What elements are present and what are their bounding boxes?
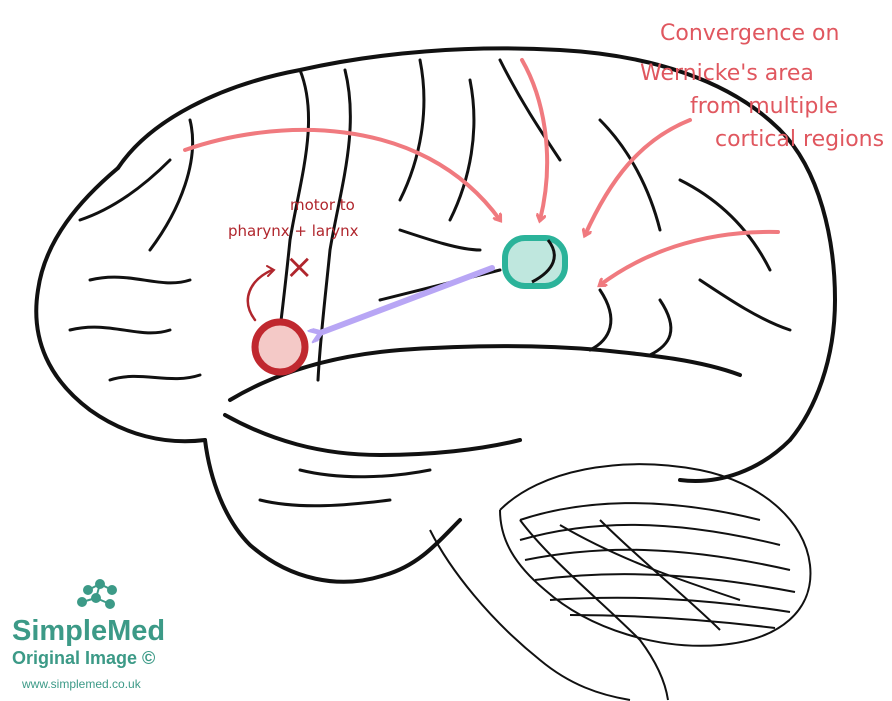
arrow-from-superior <box>520 58 550 220</box>
motor-note: motor to pharynx + larynx × <box>228 196 359 287</box>
convergence-line-1: Convergence on <box>660 21 839 46</box>
convergence-arrows <box>183 58 780 285</box>
motor-connector <box>246 268 274 322</box>
molecule-icon <box>77 579 117 609</box>
convergence-note: Convergence on Wernicke's area from mult… <box>640 21 884 152</box>
arrow-from-occipital <box>600 229 780 285</box>
logo-url: www.simplemed.co.uk <box>21 677 142 691</box>
arrow-from-frontal <box>183 128 500 220</box>
brainstem <box>429 519 669 701</box>
convergence-line-4: cortical regions <box>715 127 884 152</box>
brain-sulci <box>68 58 792 508</box>
logo-subtitle: Original Image © <box>12 648 155 668</box>
arcuate-fasciculus-arrow <box>320 265 495 333</box>
convergence-line-2: Wernicke's area <box>640 61 814 86</box>
motor-line-2: pharynx + larynx <box>228 222 359 240</box>
convergence-line-3: from multiple <box>690 94 838 119</box>
logo-brand: SimpleMed <box>12 615 165 647</box>
cross-mark: × <box>285 247 314 287</box>
wernicke-area-marker <box>502 235 568 289</box>
motor-line-1: motor to <box>290 196 355 214</box>
arrow-from-parietal <box>585 118 692 235</box>
cerebellum <box>499 463 812 647</box>
simplemed-logo: SimpleMed Original Image © www.simplemed… <box>12 579 165 691</box>
brain-outline <box>34 46 837 584</box>
broca-area-marker <box>251 318 309 376</box>
